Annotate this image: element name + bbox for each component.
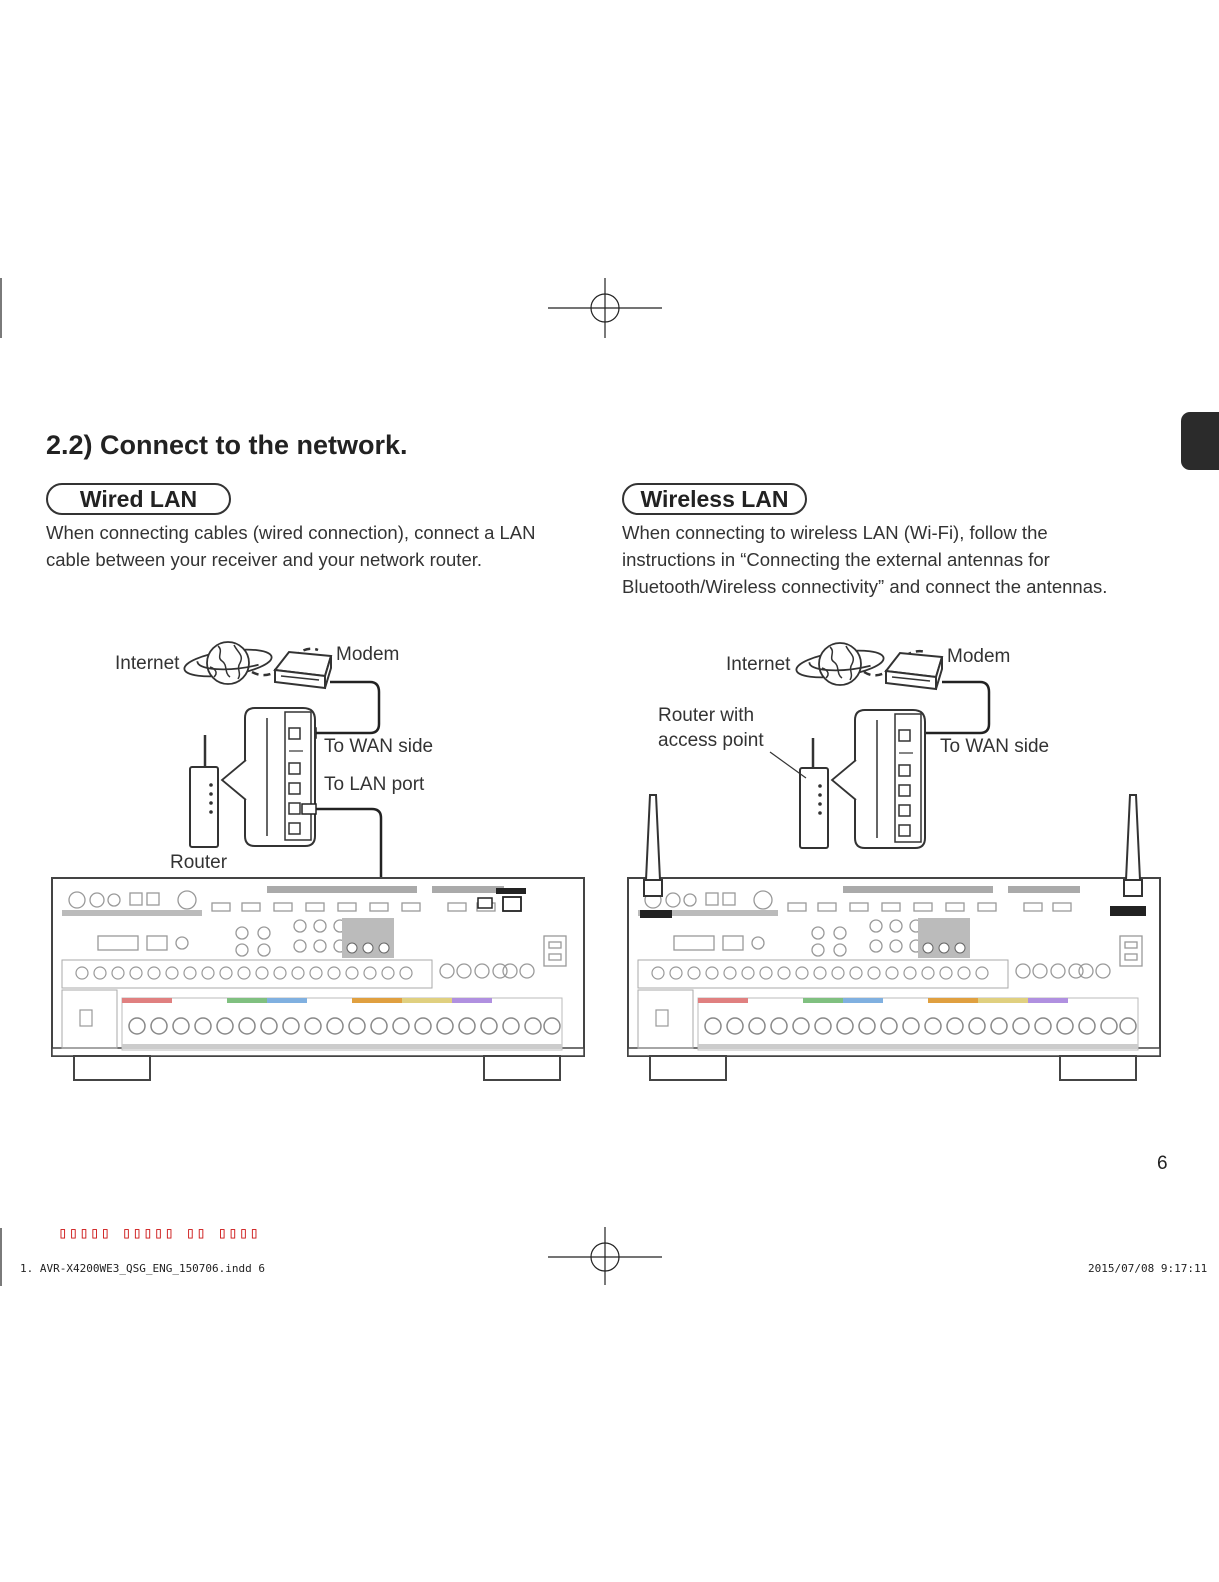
wired-to-lan-label: To LAN port bbox=[324, 774, 425, 795]
wired-lan-description: When connecting cables (wired connection… bbox=[46, 519, 536, 573]
wireless-internet-label: Internet bbox=[726, 654, 791, 675]
wired-text-line: When connecting cables (wired connection… bbox=[46, 522, 536, 543]
section-heading: 2.2) Connect to the network. bbox=[46, 430, 408, 460]
print-mark: ▯▯▯▯▯ ▯▯▯▯▯ ▯▯ ▯▯▯▯ bbox=[58, 1223, 261, 1242]
wireless-lan-title: Wireless LAN bbox=[622, 483, 807, 515]
wired-modem-label: Modem bbox=[336, 644, 400, 665]
wired-to-wan-label: To WAN side bbox=[324, 736, 434, 757]
wireless-router-label-line: Router with bbox=[658, 705, 755, 726]
wireless-diagram bbox=[627, 642, 1161, 1081]
section-tab bbox=[1181, 412, 1219, 470]
crop-marks bbox=[0, 278, 662, 1286]
wireless-modem-label: Modem bbox=[947, 646, 1011, 667]
wireless-lan-description: When connecting to wireless LAN (Wi-Fi),… bbox=[622, 519, 1107, 600]
wired-internet-label: Internet bbox=[115, 653, 180, 674]
wireless-router-label: Router with access point bbox=[658, 703, 764, 753]
wireless-to-wan-label: To WAN side bbox=[940, 736, 1050, 757]
wireless-text-line: When connecting to wireless LAN (Wi-Fi),… bbox=[622, 522, 1048, 543]
footer-file: 1. AVR-X4200WE3_QSG_ENG_150706.indd 6 bbox=[20, 1262, 266, 1275]
wireless-text-line: instructions in “Connecting the external… bbox=[622, 549, 1050, 570]
wireless-text-line: Bluetooth/Wireless connectivity” and con… bbox=[622, 576, 1108, 597]
wired-lan-title: Wired LAN bbox=[46, 483, 231, 515]
footer-date: 2015/07/08 9:17:11 bbox=[1088, 1262, 1208, 1275]
wired-diagram bbox=[51, 641, 585, 1081]
wireless-router-label-line: access point bbox=[658, 730, 764, 751]
wired-text-line: cable between your receiver and your net… bbox=[46, 549, 483, 570]
page-number: 6 bbox=[1157, 1153, 1168, 1174]
wired-router-label: Router bbox=[170, 852, 228, 873]
